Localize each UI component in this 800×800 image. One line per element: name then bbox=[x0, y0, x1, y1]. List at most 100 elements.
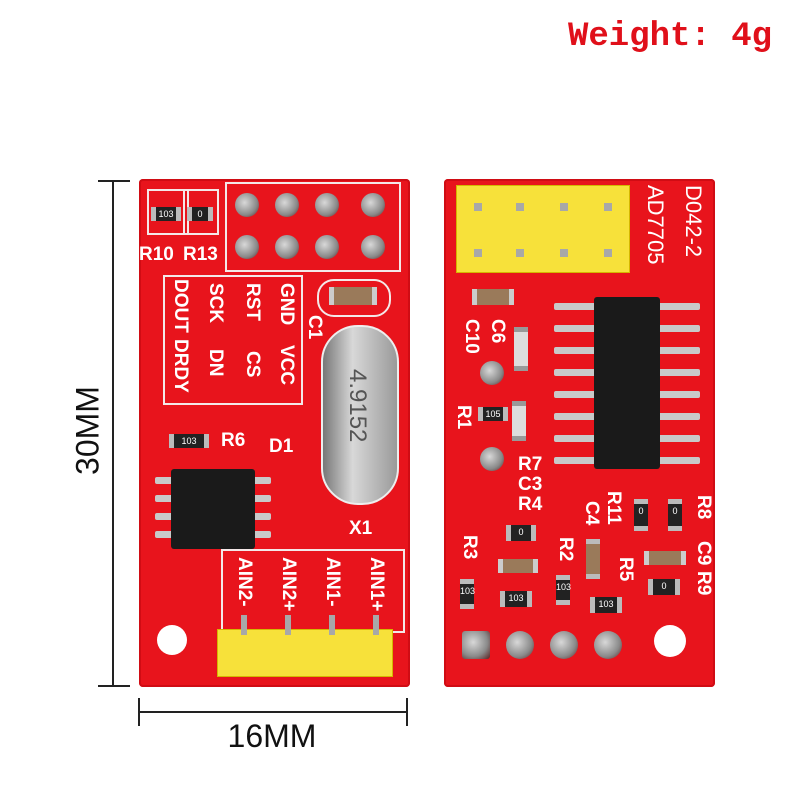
r10-resistor: 103 bbox=[151, 207, 181, 221]
height-label: 30MM bbox=[69, 386, 106, 475]
pin-pad bbox=[235, 193, 259, 217]
c4-label: C4 bbox=[581, 501, 602, 526]
width-tick-left bbox=[138, 698, 140, 726]
header-pin bbox=[474, 249, 482, 257]
pin-pad bbox=[275, 193, 299, 217]
r11-resistor: 0 bbox=[634, 499, 648, 531]
c4-capacitor bbox=[586, 539, 600, 579]
pin-pad bbox=[361, 193, 385, 217]
header-pin bbox=[604, 203, 612, 211]
round-pad bbox=[506, 631, 534, 659]
pin-pad bbox=[275, 235, 299, 259]
c3-label: C3 bbox=[518, 474, 543, 495]
height-tick-bottom bbox=[98, 685, 130, 687]
width-tick-right bbox=[406, 698, 408, 726]
d1-label: D1 bbox=[269, 436, 294, 457]
pin-label-grid bbox=[163, 275, 303, 405]
ain1-plus-label: AIN1+ bbox=[366, 557, 387, 612]
r6-label: R6 bbox=[221, 430, 246, 451]
ain2-minus-label: AIN2- bbox=[234, 557, 255, 607]
cs-label: CS bbox=[242, 351, 263, 378]
header-pin bbox=[329, 615, 335, 635]
pin-pad bbox=[315, 235, 339, 259]
chip-model-label: AD7705 bbox=[643, 185, 668, 265]
pin-header-2x4 bbox=[456, 185, 630, 273]
height-tick-top bbox=[98, 180, 130, 182]
r1-label: R1 bbox=[453, 405, 474, 430]
c10-capacitor bbox=[472, 289, 514, 305]
r7-label: R7 bbox=[518, 454, 543, 475]
c1-label: C1 bbox=[304, 315, 325, 340]
via-pad bbox=[480, 447, 504, 471]
header-pin bbox=[604, 249, 612, 257]
r10-label: R10 bbox=[139, 244, 174, 265]
c6-capacitor bbox=[514, 327, 528, 371]
pin-pad bbox=[235, 235, 259, 259]
left-pcb-board: 103 0 R10 R13 DOUT SCK RST GND DRDY DN C… bbox=[139, 179, 410, 687]
round-pad bbox=[550, 631, 578, 659]
dn-label: DN bbox=[205, 349, 226, 377]
right-pcb-board: AD7705 D042-2 C10 C6 R1 105 R7 C3 R4 0 C… bbox=[444, 179, 715, 687]
board-id-label: D042-2 bbox=[681, 185, 706, 258]
gnd-label: GND bbox=[276, 283, 297, 326]
c9-capacitor bbox=[644, 551, 686, 565]
via-pad bbox=[480, 361, 504, 385]
r5-resistor: 103 bbox=[590, 597, 622, 613]
ain1-minus-label: AIN1- bbox=[322, 557, 343, 607]
capacitor bbox=[498, 559, 538, 573]
c1-capacitor bbox=[329, 287, 377, 305]
crystal-frequency-label: 4.9152 bbox=[344, 369, 371, 443]
square-pad bbox=[462, 631, 490, 659]
ain-pin-header bbox=[217, 629, 393, 677]
r2-resistor: 103 bbox=[556, 575, 571, 605]
x1-label: X1 bbox=[349, 518, 373, 539]
r13-label: R13 bbox=[183, 244, 218, 265]
r9-resistor: 0 bbox=[648, 579, 680, 595]
rst-label: RST bbox=[242, 283, 263, 321]
r6-resistor-right: 103 bbox=[500, 591, 532, 607]
r4-resistor: 0 bbox=[506, 525, 536, 541]
dout-label: DOUT bbox=[170, 279, 191, 333]
pin-header-outline bbox=[225, 182, 401, 272]
r1-resistor: 105 bbox=[478, 407, 508, 421]
r8-resistor: 0 bbox=[668, 499, 682, 531]
header-pin bbox=[474, 203, 482, 211]
header-pin bbox=[516, 249, 524, 257]
d1-soic8-chip bbox=[171, 469, 255, 549]
r11-label: R11 bbox=[603, 491, 624, 525]
sck-label: SCK bbox=[205, 283, 226, 324]
height-dimension-line bbox=[112, 180, 114, 687]
width-dimension-line bbox=[138, 711, 408, 713]
width-label: 16MM bbox=[227, 718, 317, 754]
drdy-label: DRDY bbox=[170, 339, 191, 393]
mounting-hole bbox=[654, 625, 686, 657]
r4-label: R4 bbox=[518, 494, 543, 515]
header-pin bbox=[241, 615, 247, 635]
r9-label: R9 bbox=[693, 571, 714, 596]
r6-resistor: 103 bbox=[169, 434, 209, 448]
header-pin bbox=[285, 615, 291, 635]
r3-resistor: 103 bbox=[460, 579, 475, 609]
r3-label: R3 bbox=[459, 535, 480, 560]
round-pad bbox=[594, 631, 622, 659]
pin-pad bbox=[315, 193, 339, 217]
c9-label: C9 bbox=[693, 541, 714, 566]
c6-label: C6 bbox=[487, 319, 508, 344]
r13-resistor: 0 bbox=[187, 207, 213, 221]
pin-pad bbox=[361, 235, 385, 259]
header-pin bbox=[560, 249, 568, 257]
c7-capacitor bbox=[512, 401, 526, 441]
header-pin bbox=[560, 203, 568, 211]
header-pin bbox=[516, 203, 524, 211]
r5-label: R5 bbox=[615, 557, 636, 582]
r8-label: R8 bbox=[693, 495, 714, 520]
weight-label: Weight: 4g bbox=[568, 18, 773, 56]
header-pin bbox=[373, 615, 379, 635]
vcc-label: VCC bbox=[276, 345, 297, 386]
r2-label: R2 bbox=[555, 537, 576, 562]
crystal-x1 bbox=[321, 325, 399, 505]
mounting-hole bbox=[157, 625, 187, 655]
ad7705-soic16-chip bbox=[594, 297, 660, 469]
c1-outline bbox=[317, 279, 391, 317]
r13-outline bbox=[183, 189, 219, 235]
